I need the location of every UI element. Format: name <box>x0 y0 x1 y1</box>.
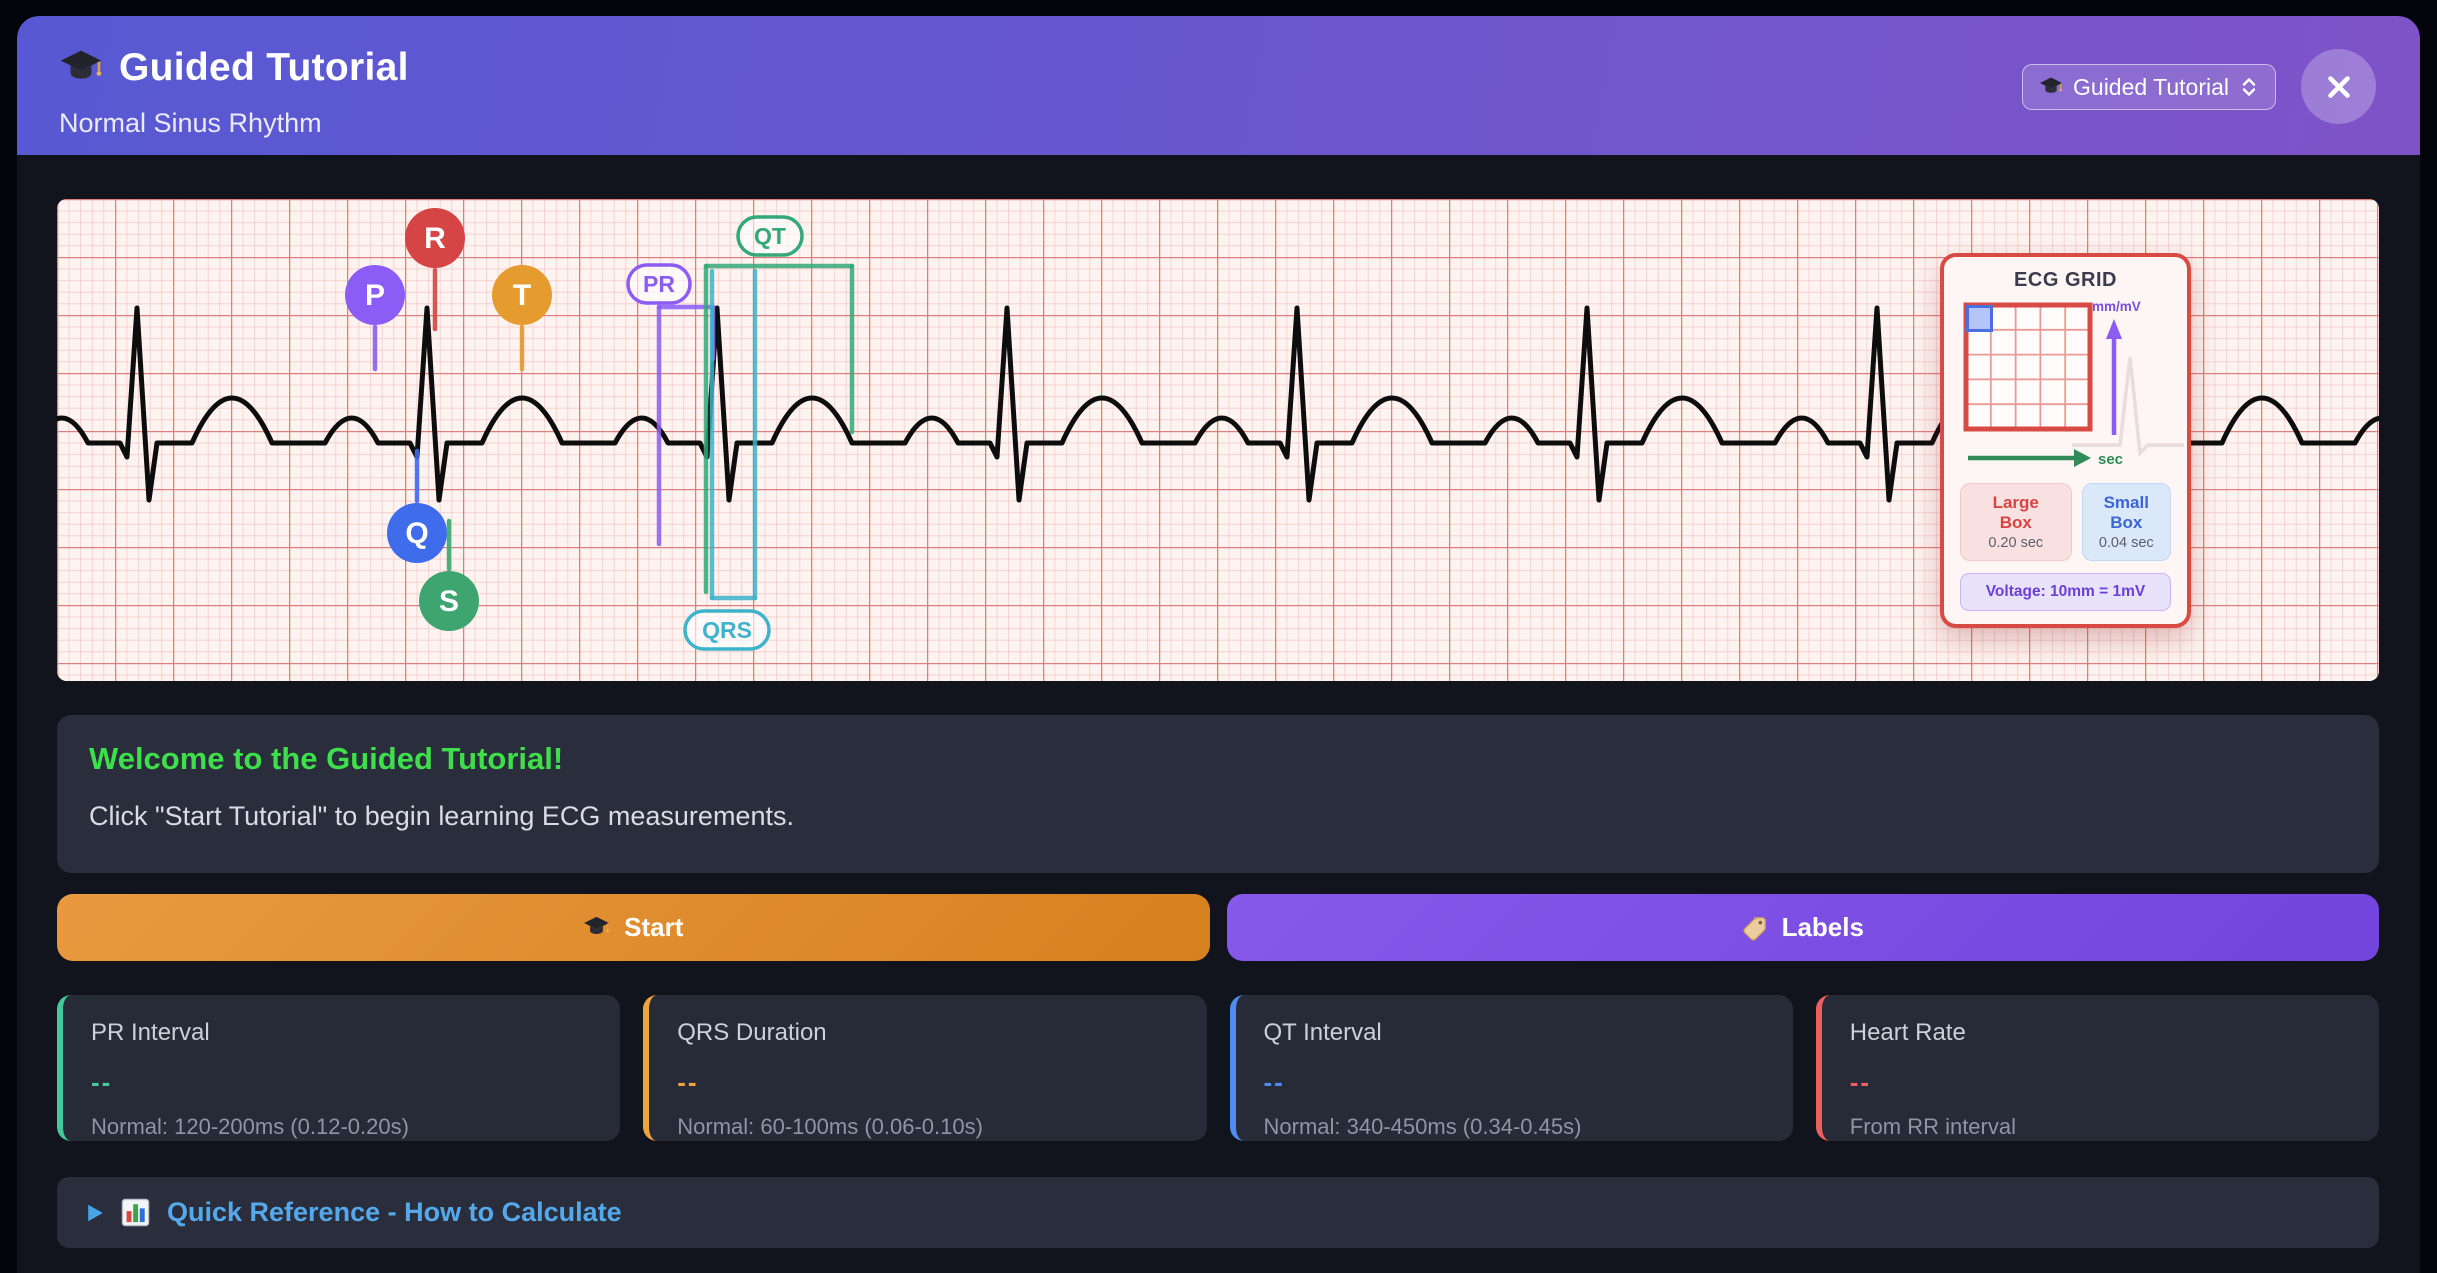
metric-note: From RR interval <box>1849 1114 2016 1139</box>
metric-note: Normal: 120-200ms (0.12-0.20s) <box>91 1114 409 1139</box>
labels-button-label: Labels <box>1781 912 1864 942</box>
marker-r-label: R <box>424 222 446 255</box>
small-box-chip: Small Box 0.04 sec <box>2081 483 2171 561</box>
welcome-panel: Welcome to the Guided Tutorial! Click "S… <box>57 715 2379 873</box>
metric-note: Normal: 60-100ms (0.06-0.10s) <box>677 1114 983 1139</box>
labels-button[interactable]: Labels <box>1226 894 2379 961</box>
close-icon <box>2322 70 2356 104</box>
small-box-label: Small Box <box>2103 493 2149 532</box>
metric-name: PR Interval <box>91 1019 210 1046</box>
metric-value: -- <box>91 1067 113 1097</box>
legend-title: ECG GRID <box>2014 269 2117 291</box>
interval-qrs-pill-label: QRS <box>702 617 752 643</box>
ecg-grid-legend: ECG GRID mm/mV sec Large Box 0.20 sec <box>1940 253 2191 628</box>
marker-t: T <box>492 265 552 372</box>
marker-q: Q <box>387 448 447 563</box>
marker-r: R <box>405 208 465 332</box>
metric-value: -- <box>677 1067 699 1097</box>
legend-grid-diagram: mm/mV sec <box>1963 299 2184 468</box>
marker-q-label: Q <box>405 517 428 550</box>
graduation-cap-icon <box>59 46 103 90</box>
header: Guided Tutorial Normal Sinus Rhythm Guid… <box>17 16 2420 155</box>
interval-qt-pill-label: QT <box>754 223 786 249</box>
start-button[interactable]: Start <box>57 894 1210 961</box>
marker-t-label: T <box>513 279 531 312</box>
interval-pr-pill-label: PR <box>643 271 675 297</box>
metric-name: QT Interval <box>1263 1019 1382 1046</box>
metric-card-qrs-duration: QRS Duration -- Normal: 60-100ms (0.06-0… <box>643 995 1207 1141</box>
play-triangle-icon <box>87 1203 104 1223</box>
voltage-axis-arrowhead <box>2106 319 2122 339</box>
marker-p-label: P <box>365 279 385 312</box>
interval-qrs-bracket: QRS <box>683 268 771 651</box>
metric-value: -- <box>1263 1067 1285 1097</box>
marker-s: S <box>419 518 479 631</box>
quick-reference-label: Quick Reference - How to Calculate <box>167 1197 622 1227</box>
marker-s-label: S <box>439 585 459 618</box>
tag-icon <box>1742 915 1768 941</box>
small-box-value: 0.04 sec <box>2098 534 2154 551</box>
tutorial-modal: Guided Tutorial Normal Sinus Rhythm Guid… <box>17 16 2420 1273</box>
close-button[interactable] <box>2301 49 2376 124</box>
welcome-title: Welcome to the Guided Tutorial! <box>89 741 564 776</box>
bar-chart-icon <box>119 1196 152 1229</box>
mode-select-value: Guided Tutorial <box>2073 73 2229 100</box>
voltage-note-chip: Voltage: 10mm = 1mV <box>1960 573 2171 611</box>
metric-value: -- <box>1849 1067 1872 1097</box>
start-button-label: Start <box>624 912 684 942</box>
metric-card-pr-interval: PR Interval -- Normal: 120-200ms (0.12-0… <box>57 995 621 1141</box>
metric-note: Normal: 340-450ms (0.34-0.45s) <box>1263 1114 1582 1139</box>
mode-select[interactable]: Guided Tutorial <box>2022 64 2276 110</box>
large-box-chip: Large Box 0.20 sec <box>1960 483 2072 561</box>
graduation-cap-icon <box>583 914 610 941</box>
large-box-label: Large Box <box>1992 493 2039 532</box>
legend-watermark-trace <box>2072 356 2184 457</box>
time-axis-arrowhead <box>2074 449 2091 467</box>
page-subtitle: Normal Sinus Rhythm <box>59 108 322 138</box>
metric-card-heart-rate: Heart Rate -- From RR interval <box>1815 995 2379 1141</box>
welcome-body: Click "Start Tutorial" to begin learning… <box>89 801 794 831</box>
legend-small-box-highlight <box>1966 305 1993 332</box>
chevron-updown-icon <box>2239 75 2259 99</box>
page-title: Guided Tutorial <box>119 46 409 89</box>
voltage-axis-label: mm/mV <box>2092 299 2141 314</box>
time-axis-label: sec <box>2098 451 2123 468</box>
legend-grid-lines <box>1966 305 2090 429</box>
metric-card-qt-interval: QT Interval -- Normal: 340-450ms (0.34-0… <box>1229 995 1793 1141</box>
metric-name: Heart Rate <box>1849 1019 1966 1046</box>
large-box-value: 0.20 sec <box>1988 534 2044 551</box>
graduation-cap-icon <box>2039 75 2063 99</box>
interval-qt-bracket: QT <box>703 215 855 595</box>
marker-p: P <box>345 265 405 372</box>
quick-reference-toggle[interactable]: Quick Reference - How to Calculate <box>57 1177 2379 1248</box>
metric-name: QRS Duration <box>677 1019 827 1046</box>
